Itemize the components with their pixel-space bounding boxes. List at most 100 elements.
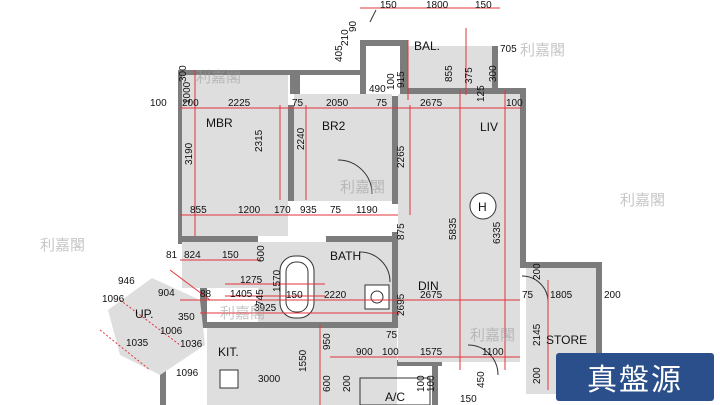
dim-label: 200: [342, 375, 353, 392]
sink: [219, 369, 239, 389]
dim-label: 150: [286, 290, 303, 301]
watermark: 利嘉閣: [470, 326, 515, 344]
dim-label: 2675: [420, 290, 443, 301]
dim-label: 170: [274, 205, 291, 216]
bath-label: BATH: [330, 249, 361, 263]
watermark: 利嘉閣: [220, 304, 265, 322]
dim-label: 875: [396, 223, 407, 240]
dim-label: 350: [178, 312, 195, 323]
dim-label: 935: [300, 205, 317, 216]
dim-label: 705: [500, 44, 517, 55]
dim-label: 1100: [482, 347, 504, 358]
floor-fills: [108, 46, 596, 405]
dim-label: 75: [292, 98, 304, 109]
dim-label: 75: [330, 205, 342, 216]
dim-label: 125: [476, 85, 487, 102]
liv-din-floor: [398, 94, 520, 362]
h-label: H: [478, 200, 487, 214]
dim-label: 300: [488, 65, 499, 82]
dim-label: 450: [476, 371, 487, 388]
dim-label: 600: [322, 375, 333, 392]
dim-label: 150: [460, 394, 477, 405]
dim-label: 200: [532, 367, 543, 384]
up-floor: [108, 278, 205, 375]
din-label: DIN: [418, 279, 439, 293]
h-circle: [469, 192, 497, 220]
dim-label: 3190: [184, 142, 195, 165]
dim-label: 3000: [258, 374, 281, 385]
dim-label: 75: [376, 98, 388, 109]
dim-label: 1800: [426, 0, 449, 11]
dim-label: 3925: [254, 303, 277, 314]
dim-label: 946: [118, 276, 135, 287]
dim-label: 745: [255, 289, 266, 306]
dim-label: 1275: [240, 275, 263, 286]
door-arc-br2: [337, 159, 373, 195]
dim-label: 2225: [228, 98, 251, 109]
dim-label: 1190: [356, 205, 378, 216]
dim-label: 150: [380, 0, 397, 11]
bal-label: BAL.: [414, 39, 440, 53]
dim-label: 2695: [396, 293, 407, 316]
dim-label: 75: [386, 330, 398, 341]
dim-label: 490: [369, 84, 386, 95]
dim-label: 150: [222, 250, 239, 261]
dimension-labels: 1800 150 150 90 210 405 915 855 375 705 …: [102, 0, 621, 405]
br2-floor: [294, 94, 392, 201]
kit-label: KIT.: [218, 345, 239, 359]
dim-label: 375: [464, 67, 475, 84]
dim-label: 5835: [448, 217, 459, 240]
kitchen-floor: [207, 328, 397, 405]
watermark: 利嘉閣: [340, 178, 385, 196]
dim-label: 300: [178, 65, 189, 82]
dim-label: 950: [322, 333, 333, 350]
dim-label: 2240: [296, 127, 307, 150]
room-labels: MBR BR2 LIV DIN BATH BAL. STORE KIT. UP.…: [135, 39, 587, 404]
dim-label: 2220: [324, 290, 347, 301]
balcony-floor: [408, 46, 492, 88]
fixtures: [219, 9, 549, 405]
dim-label: 1006: [160, 326, 183, 337]
dim-label: 1550: [298, 349, 309, 372]
mbr-label: MBR: [206, 116, 233, 130]
source-badge: 真盤源: [556, 353, 714, 401]
bathtub: [279, 255, 315, 319]
dim-label: 75: [522, 290, 534, 301]
dim-label: 824: [184, 250, 201, 261]
basin: [364, 284, 390, 310]
dim-label: 210: [340, 29, 351, 46]
dim-label: 1000: [182, 81, 193, 104]
dim-label: 100: [416, 375, 427, 392]
dim-label: 1036: [180, 339, 203, 350]
ac-label: A/C: [385, 390, 405, 404]
dim-label: 1570: [272, 269, 283, 292]
dim-label: 100: [426, 375, 437, 392]
dim-label: 2675: [420, 98, 443, 109]
dim-label: 1575: [420, 347, 443, 358]
dim-label: 88: [200, 289, 212, 300]
dim-label: 900: [356, 347, 373, 358]
dim-label: 200: [604, 290, 621, 301]
dim-label: 904: [158, 288, 175, 299]
dim-label: 1096: [102, 294, 125, 305]
dim-label: 200: [532, 263, 543, 280]
dim-label: 100: [386, 73, 397, 90]
dim-label: 2050: [326, 98, 349, 109]
dim-label: 855: [444, 65, 455, 82]
dim-label: 100: [382, 347, 399, 358]
dim-label: 2265: [396, 145, 407, 168]
dim-label: 1096: [176, 368, 199, 379]
dim-label: 1405: [230, 289, 253, 300]
dim-label: 1035: [126, 338, 149, 349]
dim-label: 6335: [492, 221, 503, 244]
br2-label: BR2: [322, 119, 346, 133]
dim-label: 100: [150, 98, 167, 109]
store-label: STORE: [546, 333, 587, 347]
dim-label: 600: [256, 245, 267, 262]
dim-label: 2145: [532, 323, 543, 346]
mbr-floor: [182, 75, 288, 236]
dim-label: 405: [334, 45, 345, 62]
watermarks: 利嘉閣 利嘉閣 利嘉閣 利嘉閣 利嘉閣 利嘉閣 利嘉閣: [40, 41, 665, 344]
dim-label: 81: [166, 250, 178, 261]
